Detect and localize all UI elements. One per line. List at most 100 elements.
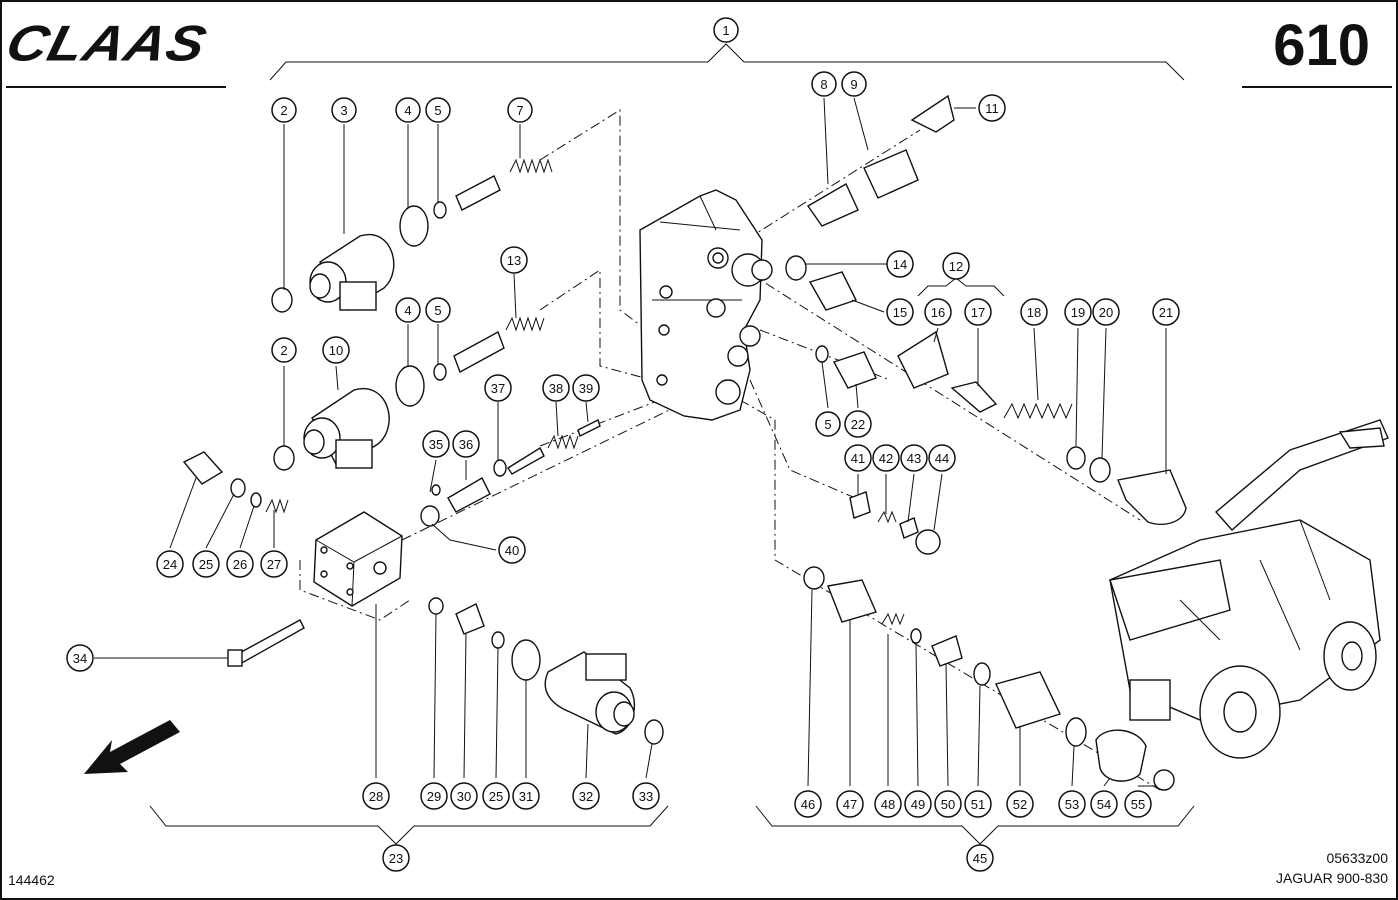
callout-43[interactable]: 43 xyxy=(900,444,928,472)
callout-label: 41 xyxy=(851,451,865,466)
callout-44[interactable]: 44 xyxy=(928,444,956,472)
callout-label: 37 xyxy=(491,381,505,396)
callout-12[interactable]: 12 xyxy=(942,252,970,280)
callout-22[interactable]: 22 xyxy=(844,410,872,438)
callout-label: 17 xyxy=(971,305,985,320)
callout-label: 45 xyxy=(973,851,987,866)
callout-48[interactable]: 48 xyxy=(874,790,902,818)
callout-25-left[interactable]: 25 xyxy=(192,550,220,578)
callout-40[interactable]: 40 xyxy=(498,536,526,564)
reference-code: 05633z00 xyxy=(1326,850,1388,866)
callout-23[interactable]: 23 xyxy=(382,844,410,872)
callout-label: 52 xyxy=(1013,797,1027,812)
callout-label: 25 xyxy=(489,789,503,804)
callout-42[interactable]: 42 xyxy=(872,444,900,472)
drawing-code: 144462 xyxy=(8,872,55,888)
callout-50[interactable]: 50 xyxy=(934,790,962,818)
callout-41[interactable]: 41 xyxy=(844,444,872,472)
callout-38[interactable]: 38 xyxy=(542,374,570,402)
group-bracket-45 xyxy=(755,805,1195,845)
callout-19[interactable]: 19 xyxy=(1064,298,1092,326)
callout-47[interactable]: 47 xyxy=(836,790,864,818)
callout-54[interactable]: 54 xyxy=(1090,790,1118,818)
callout-52[interactable]: 52 xyxy=(1006,790,1034,818)
callout-label: 25 xyxy=(199,557,213,572)
callout-10[interactable]: 10 xyxy=(322,336,350,364)
callout-16[interactable]: 16 xyxy=(924,298,952,326)
callout-label: 5 xyxy=(434,303,441,318)
springs xyxy=(265,158,1073,626)
callout-5-middle[interactable]: 5 xyxy=(425,297,451,323)
callout-36[interactable]: 36 xyxy=(452,430,480,458)
callout-label: 27 xyxy=(267,557,281,572)
callout-11[interactable]: 11 xyxy=(978,94,1006,122)
callout-label: 47 xyxy=(843,797,857,812)
callout-label: 39 xyxy=(579,381,593,396)
callout-label: 7 xyxy=(516,103,523,118)
callout-2-middle[interactable]: 2 xyxy=(271,337,297,363)
callout-32[interactable]: 32 xyxy=(572,782,600,810)
callout-label: 14 xyxy=(893,257,907,272)
callout-5-upper[interactable]: 5 xyxy=(425,97,451,123)
callout-14[interactable]: 14 xyxy=(886,250,914,278)
callout-39[interactable]: 39 xyxy=(572,374,600,402)
callout-label: 11 xyxy=(985,101,999,116)
callout-30[interactable]: 30 xyxy=(450,782,478,810)
callout-3[interactable]: 3 xyxy=(331,97,357,123)
callout-15[interactable]: 15 xyxy=(886,298,914,326)
callout-24[interactable]: 24 xyxy=(156,550,184,578)
callout-33[interactable]: 33 xyxy=(632,782,660,810)
callout-53[interactable]: 53 xyxy=(1058,790,1086,818)
callout-label: 4 xyxy=(404,103,411,118)
callout-13[interactable]: 13 xyxy=(500,246,528,274)
callout-label: 8 xyxy=(820,77,827,92)
direction-arrow-icon xyxy=(84,720,180,774)
callout-21[interactable]: 21 xyxy=(1152,298,1180,326)
callout-29[interactable]: 29 xyxy=(420,782,448,810)
callout-4-upper[interactable]: 4 xyxy=(395,97,421,123)
callout-34[interactable]: 34 xyxy=(66,644,94,672)
callout-18[interactable]: 18 xyxy=(1020,298,1048,326)
callout-27[interactable]: 27 xyxy=(260,550,288,578)
callout-4-middle[interactable]: 4 xyxy=(395,297,421,323)
callout-37[interactable]: 37 xyxy=(484,374,512,402)
callout-49[interactable]: 49 xyxy=(904,790,932,818)
callout-label: 4 xyxy=(404,303,411,318)
callout-label: 13 xyxy=(507,253,521,268)
callout-9[interactable]: 9 xyxy=(841,71,867,97)
solenoid-lower xyxy=(544,651,635,735)
header-rule-left xyxy=(6,86,226,88)
assembly-axes xyxy=(299,109,1161,791)
callout-label: 23 xyxy=(389,851,403,866)
callout-5-lower[interactable]: 5 xyxy=(815,411,841,437)
callout-label: 30 xyxy=(457,789,471,804)
solenoid-upper xyxy=(309,233,395,311)
group-bracket-12 xyxy=(917,277,1005,297)
callout-25-bottom[interactable]: 25 xyxy=(482,782,510,810)
header-rule-right xyxy=(1242,86,1392,88)
callout-51[interactable]: 51 xyxy=(964,790,992,818)
callout-45[interactable]: 45 xyxy=(966,844,994,872)
callout-label: 24 xyxy=(163,557,177,572)
callout-20[interactable]: 20 xyxy=(1092,298,1120,326)
solenoid-middle xyxy=(303,387,390,469)
callout-7[interactable]: 7 xyxy=(507,97,533,123)
callout-8[interactable]: 8 xyxy=(811,71,837,97)
callout-label: 31 xyxy=(519,789,533,804)
model-name: JAGUAR 900-830 xyxy=(1275,870,1388,886)
callout-2-upper[interactable]: 2 xyxy=(271,97,297,123)
callout-label: 35 xyxy=(429,437,443,452)
callout-1[interactable]: 1 xyxy=(713,17,739,43)
callout-26[interactable]: 26 xyxy=(226,550,254,578)
bolt xyxy=(227,619,305,667)
callout-28[interactable]: 28 xyxy=(362,782,390,810)
callout-label: 22 xyxy=(851,417,865,432)
callout-17[interactable]: 17 xyxy=(964,298,992,326)
group-bracket-1 xyxy=(269,43,1185,81)
callout-31[interactable]: 31 xyxy=(512,782,540,810)
callout-55[interactable]: 55 xyxy=(1124,790,1152,818)
callout-label: 40 xyxy=(505,543,519,558)
callout-label: 44 xyxy=(935,451,949,466)
callout-46[interactable]: 46 xyxy=(794,790,822,818)
callout-35[interactable]: 35 xyxy=(422,430,450,458)
